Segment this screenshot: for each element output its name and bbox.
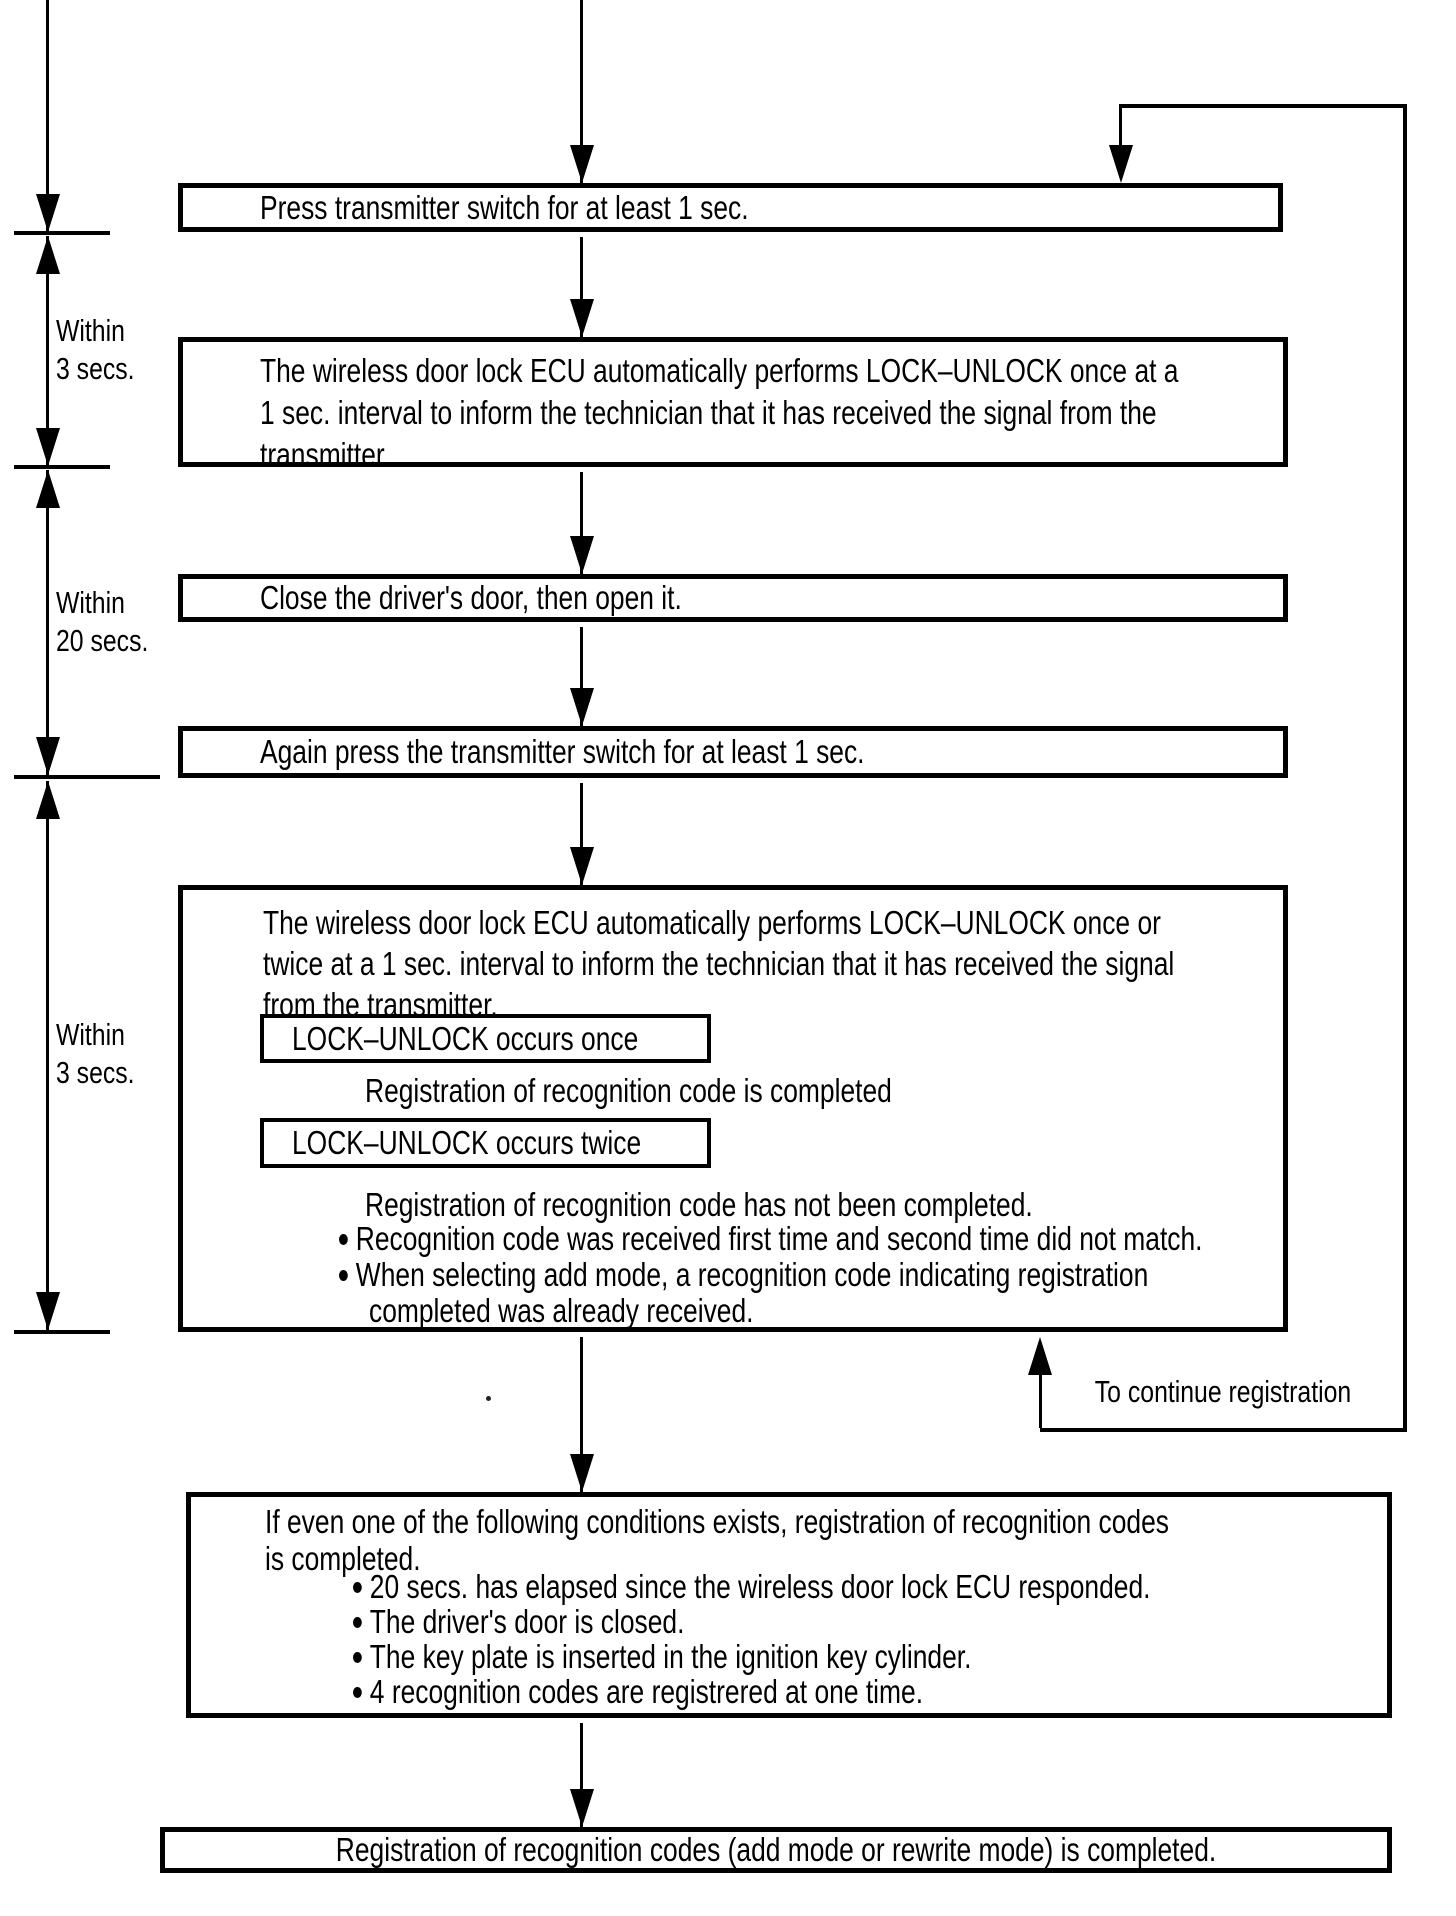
bullet-icon [353,1616,362,1628]
arrow-down-icon [570,1789,594,1827]
timer-tick [14,465,110,469]
step2-text: The wireless door lock ECU automatically… [260,350,1178,476]
twice-result-text: Registration of recognition code has not… [365,1186,1033,1223]
completion-condition-text: The key plate is inserted in the ignitio… [369,1638,972,1675]
step3-box: Close the driver's door, then open it. [178,574,1288,622]
completion-condition-text: 4 recognition codes are registrered at o… [369,1673,924,1710]
bullet-icon [339,1269,348,1281]
bullet-icon [353,1651,362,1663]
step5-text-line: The wireless door lock ECU automatically… [263,904,1161,941]
flow-connector [580,237,583,337]
step4-text: Again press the transmitter switch for a… [260,733,865,770]
flow-connector [580,783,583,885]
arrow-down-icon [570,145,594,183]
arrow-up-icon [36,236,60,274]
flow-connector [580,627,583,726]
timer-tick [14,231,110,235]
arrow-up-icon [1028,1337,1052,1375]
completion-condition-bullet: The driver's door is closed. [353,1605,684,1639]
timer-tick [14,1330,110,1334]
twice-condition-bullet: Recognition code was received first time… [339,1222,1203,1256]
flow-connector [580,0,583,183]
timer-ruler-segment [46,470,49,775]
loop-return-shaft [1039,1372,1042,1428]
step6-box: If even one of the following conditions … [186,1492,1392,1718]
timer-label-within-3secs: Within 3 secs. [56,312,135,388]
arrow-up-icon [36,470,60,508]
timer-label-line: 3 secs. [56,351,135,386]
flow-connector [580,1723,583,1827]
loop-top-rail [1119,104,1407,108]
loop-label: To continue registration [1094,1374,1352,1409]
scan-artifact-dot [486,1396,491,1401]
timer-ruler-segment [46,236,49,466]
timer-label-line: Within [56,1017,125,1052]
step1-text: Press transmitter switch for at least 1 … [260,188,749,226]
timer-tick [14,775,160,779]
lock-unlock-twice-box: LOCK–UNLOCK occurs twice [260,1118,711,1168]
arrow-down-icon [36,194,60,232]
timer-label-within-20secs: Within 20 secs. [56,584,148,660]
step5-box: The wireless door lock ECU automatically… [178,885,1288,1332]
step2-text-line: 1 sec. interval to inform the technician… [260,394,1157,431]
step3-text: Close the driver's door, then open it. [260,579,682,616]
step2-text-line: The wireless door lock ECU automatically… [260,352,1179,389]
twice-condition-text: When selecting add mode, a recognition c… [355,1256,1149,1293]
arrow-down-icon [36,737,60,775]
loop-right-rail [1403,104,1407,1432]
twice-condition-text-continuation: completed was already received. [369,1292,754,1329]
timer-label-line: 20 secs. [56,623,149,658]
flow-connector [580,1337,583,1492]
step7-box: Registration of recognition codes (add m… [160,1827,1392,1873]
step1-box: Press transmitter switch for at least 1 … [178,183,1283,232]
twice-condition-text: Recognition code was received first time… [355,1220,1203,1257]
twice-condition-bullet: When selecting add mode, a recognition c… [339,1258,1148,1292]
lock-unlock-twice-label: LOCK–UNLOCK occurs twice [292,1124,642,1161]
arrow-down-icon [36,1292,60,1330]
completion-condition-bullet: 4 recognition codes are registrered at o… [353,1675,923,1709]
completion-condition-text: 20 secs. has elapsed since the wireless … [369,1568,1151,1605]
lock-unlock-once-label: LOCK–UNLOCK occurs once [292,1019,639,1057]
completion-condition-bullet: 20 secs. has elapsed since the wireless … [353,1570,1150,1604]
arrow-down-icon [570,536,594,574]
arrow-down-icon [570,299,594,337]
completion-condition-bullet: The key plate is inserted in the ignitio… [353,1640,971,1674]
loop-entry-shaft [1119,106,1122,148]
timer-label-line: 3 secs. [56,1055,135,1090]
bullet-icon [353,1581,362,1593]
step5-text-line: twice at a 1 sec. interval to inform the… [263,945,1175,982]
completion-condition-text: The driver's door is closed. [369,1603,685,1640]
arrow-down-icon [570,847,594,885]
step6-text-line: If even one of the following conditions … [265,1503,1169,1540]
step6-text-line: is completed. [265,1540,421,1577]
once-result-text: Registration of recognition code is comp… [365,1072,892,1109]
bullet-icon [353,1686,362,1698]
flow-connector [580,472,583,574]
timer-label-line: Within [56,585,125,620]
timer-ruler-segment [46,781,49,1330]
arrow-up-icon [36,781,60,819]
arrow-down-icon [570,1454,594,1492]
arrow-down-icon [1109,145,1133,183]
bullet-icon [339,1233,348,1245]
step2-text-line: transmitter. [260,436,391,473]
step4-box: Again press the transmitter switch for a… [178,726,1288,778]
step2-box: The wireless door lock ECU automatically… [178,337,1288,473]
step7-text: Registration of recognition codes (add m… [335,1831,1217,1868]
timer-label-within-3secs: Within 3 secs. [56,1016,135,1092]
arrow-down-icon [36,428,60,466]
step5-text: The wireless door lock ECU automatically… [263,902,1174,1025]
arrow-down-icon [570,688,594,726]
timer-label-line: Within [56,313,125,348]
lock-unlock-once-box: LOCK–UNLOCK occurs once [260,1014,711,1063]
step6-text: If even one of the following conditions … [265,1503,1169,1577]
loop-bottom-rail [1040,1428,1407,1432]
timer-ruler-segment [46,0,49,232]
